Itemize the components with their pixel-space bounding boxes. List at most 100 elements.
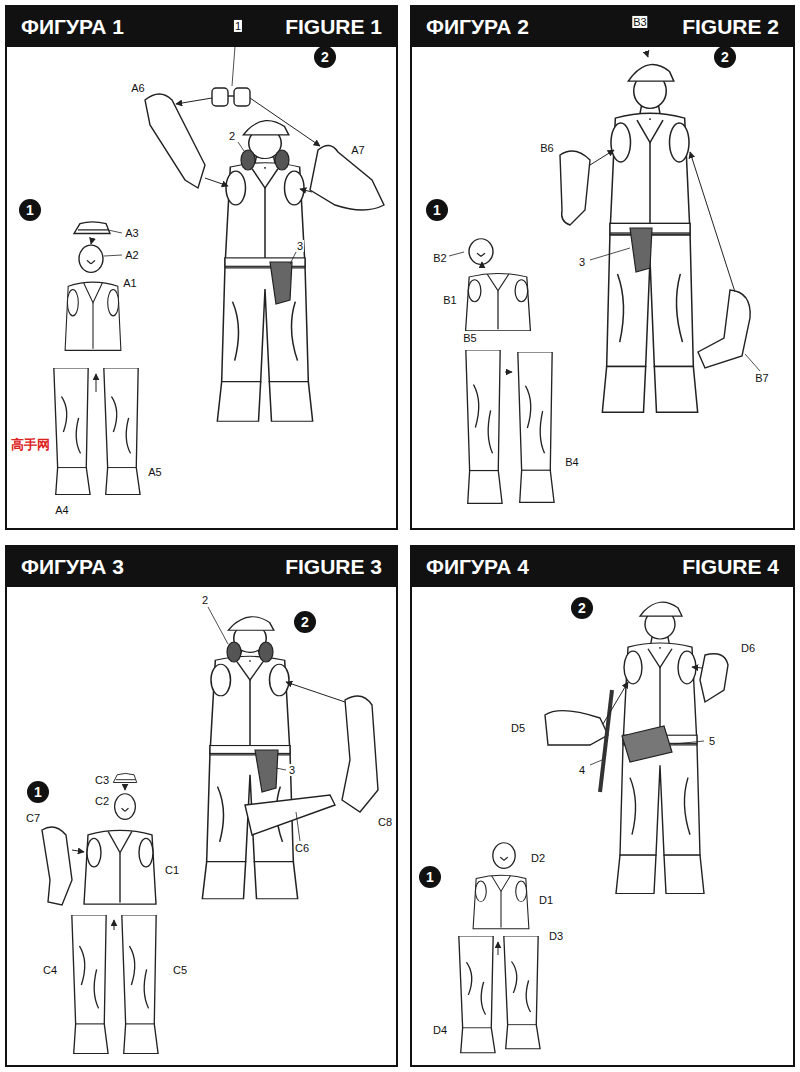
torso-part — [466, 273, 531, 330]
label-leaders — [104, 33, 296, 264]
leg-part — [466, 350, 502, 503]
headphones — [227, 642, 273, 662]
panel-heading: ФИГУРА 4 — [426, 555, 529, 579]
header-band: ФИГУРА 2FIGURE 2 — [412, 7, 793, 47]
part-number: B4 — [564, 456, 579, 468]
step-number: 2 — [571, 597, 593, 619]
leader-lines — [91, 98, 320, 392]
part-number: B3 — [632, 16, 647, 28]
map-board — [245, 795, 335, 835]
part-number: A6 — [130, 82, 145, 94]
torso-part — [473, 875, 529, 928]
step-number: 2 — [294, 611, 316, 633]
step-number: 1 — [426, 199, 448, 221]
panel-heading: ФИГУРА 3 — [21, 555, 124, 579]
part-number: C6 — [294, 842, 310, 854]
step-number: 1 — [419, 866, 441, 888]
part-number: D3 — [548, 930, 564, 942]
figure-1-art — [54, 33, 384, 495]
figure-panel: ФИГУРА 2FIGURE 2 — [410, 5, 795, 530]
part-number: C4 — [42, 964, 58, 976]
head-part — [493, 843, 515, 869]
leader-lines — [498, 667, 702, 955]
arm-part — [700, 654, 728, 702]
binoculars — [212, 88, 250, 106]
submachine-gun — [600, 690, 612, 792]
panel-heading: FIGURE 1 — [285, 15, 382, 39]
step-number: 1 — [19, 199, 41, 221]
figure-2-art — [449, 34, 760, 503]
headphones — [241, 150, 289, 170]
header-band: ФИГУРА 3 FIGURE 3 — [7, 547, 396, 587]
arm-part — [342, 696, 378, 812]
label-leaders — [208, 607, 300, 841]
leg-part — [122, 915, 158, 1053]
part-number: B7 — [754, 372, 769, 384]
leg-part — [459, 936, 495, 1053]
step-number: 2 — [314, 46, 336, 68]
leg-part — [54, 368, 90, 495]
leader-lines — [72, 682, 345, 930]
header-band: ФИГУРА 4 FIGURE 4 — [412, 547, 793, 587]
arm-part — [145, 94, 205, 188]
head-part — [79, 245, 103, 272]
figure-3-art — [42, 607, 378, 1053]
part-number: C7 — [25, 812, 41, 824]
assembled-figure — [616, 602, 704, 893]
part-number: D1 — [538, 894, 554, 906]
figure-panel: ФИГУРА 1 FIGURE 1 — [5, 5, 398, 530]
part-number: A7 — [350, 144, 365, 156]
figure-panel: ФИГУРА 4 FIGURE 4 — [410, 545, 795, 1067]
arm-part — [545, 711, 608, 745]
part-number: 1 — [234, 20, 242, 32]
part-number: B5 — [462, 332, 477, 344]
figure-panel: ФИГУРА 3 FIGURE 3 — [5, 545, 398, 1067]
part-number: C8 — [377, 816, 393, 828]
part-number: 5 — [708, 735, 716, 747]
part-number: 2 — [201, 594, 209, 606]
holster — [255, 750, 278, 792]
part-number: C2 — [94, 795, 110, 807]
arm-part — [698, 290, 750, 368]
leg-part — [72, 915, 108, 1053]
part-number: C5 — [172, 964, 188, 976]
step-number: 2 — [714, 46, 736, 68]
part-number: A2 — [124, 249, 139, 261]
watermark: 高手网 — [9, 436, 52, 454]
arm-part — [42, 827, 72, 905]
torso-part — [65, 282, 121, 350]
assembled-figure — [602, 64, 697, 412]
part-number: 2 — [228, 130, 236, 142]
panel-heading: FIGURE 3 — [285, 555, 382, 579]
part-number: B1 — [442, 294, 457, 306]
part-number: A4 — [54, 504, 69, 516]
part-number: D4 — [432, 1024, 448, 1036]
leg-part — [518, 352, 554, 502]
head-part — [115, 794, 136, 820]
head-part — [469, 239, 493, 265]
part-number: 3 — [578, 256, 586, 268]
arm-part — [560, 151, 590, 225]
leg-part — [504, 936, 540, 1049]
part-number: B6 — [539, 142, 554, 154]
part-number: A1 — [122, 277, 137, 289]
part-number: 3 — [296, 240, 304, 252]
assembled-figure — [202, 617, 297, 899]
panel-heading: FIGURE 4 — [682, 555, 779, 579]
arm-part — [310, 145, 384, 210]
panel-heading: ФИГУРА 2 — [426, 15, 529, 39]
magazine-pouch — [622, 726, 672, 762]
cap-part — [74, 222, 110, 234]
part-number: D5 — [510, 722, 526, 734]
part-number: B2 — [432, 252, 447, 264]
holster — [630, 228, 652, 272]
leader-lines — [482, 51, 735, 372]
panel-heading: ФИГУРА 1 — [21, 15, 124, 39]
figure-4-art — [459, 602, 728, 1053]
part-number: D2 — [530, 852, 546, 864]
label-leaders — [449, 248, 760, 371]
part-number: D6 — [740, 642, 756, 654]
part-number: 3 — [288, 764, 296, 776]
